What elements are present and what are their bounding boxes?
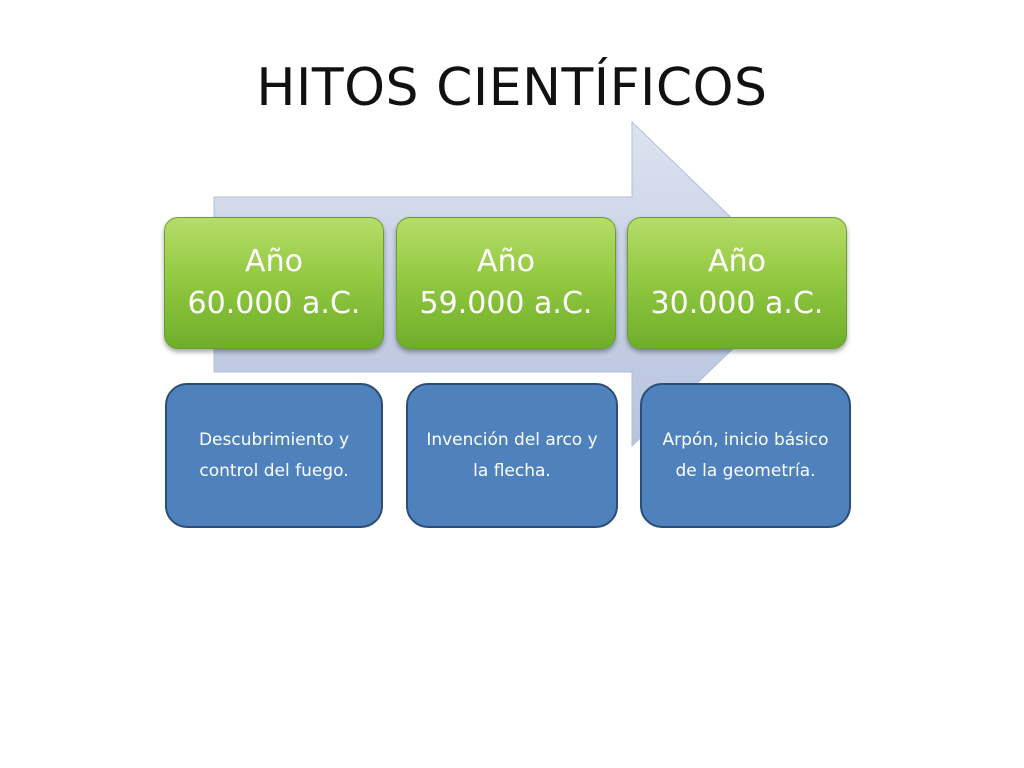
slide-title: HITOS CIENTÍFICOS [256,58,768,118]
year-value: 60.000 a.C. [187,286,361,321]
year-label: Año [477,244,535,279]
year-label: Año [708,244,766,279]
description-text: Arpón, inicio básico de la geometría. [662,429,829,481]
timeline-description-box-1: Descubrimiento y control del fuego. [165,383,383,528]
year-label: Año [245,244,303,279]
timeline-description-box-3: Arpón, inicio básico de la geometría. [640,383,851,528]
description-text: Invención del arco y la flecha. [426,429,598,481]
year-value: 30.000 a.C. [650,286,824,321]
timeline-year-box-3: Año 30.000 a.C. [627,217,847,349]
timeline-year-box-1: Año 60.000 a.C. [164,217,384,349]
year-value: 59.000 a.C. [419,286,593,321]
description-text: Descubrimiento y control del fuego. [198,429,350,481]
timeline-year-box-2: Año 59.000 a.C. [396,217,616,349]
timeline-description-box-2: Invención del arco y la flecha. [406,383,618,528]
